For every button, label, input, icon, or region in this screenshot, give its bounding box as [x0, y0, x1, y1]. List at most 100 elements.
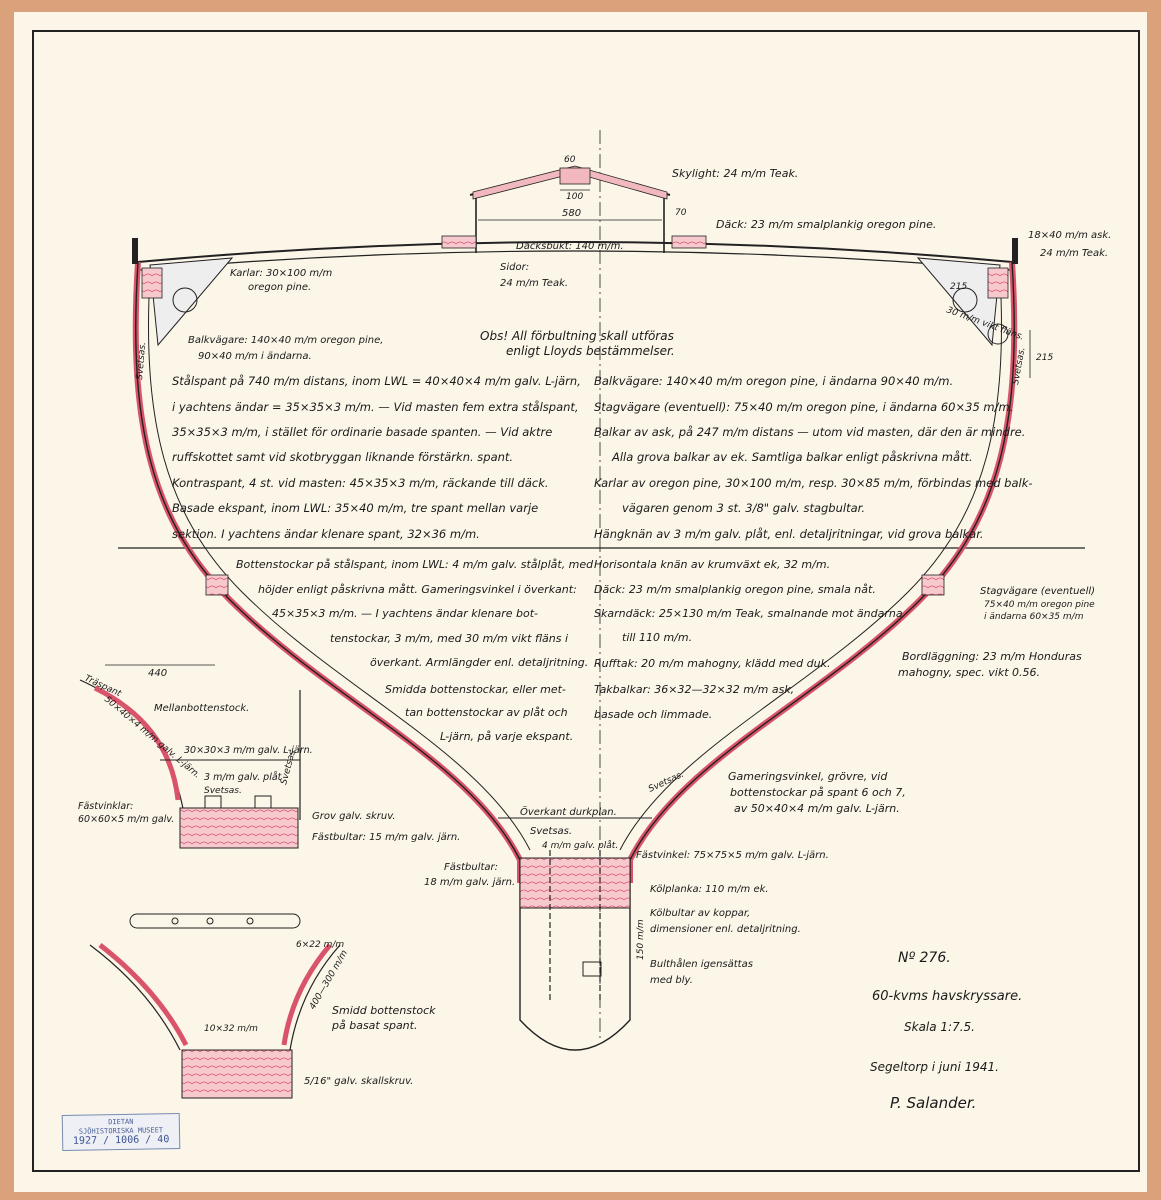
label-deck: Däck: 23 m/m smalplankig oregon pine. [716, 218, 936, 231]
beam-shelf-right [987, 267, 1009, 299]
detail1-keel [179, 807, 299, 849]
stag-label-1: Stagvägare (eventuell) [980, 586, 1095, 597]
left-note: Basade ekspant, inom LWL: 35×40 m/m, tre… [172, 501, 538, 515]
signature: P. Salander. [890, 1094, 976, 1112]
label-floor: Överkant durkplan. [520, 805, 617, 818]
label-keel-bolts-copper-1: Kölbultar av koppar, [650, 908, 750, 919]
right-note: Hängknän av 3 m/m galv. plåt, enl. detal… [594, 527, 984, 541]
right-note: Balkar av ask, på 247 m/m distans — utom… [594, 425, 1025, 439]
label-keel-bolts-2: 18 m/m galv. järn. [424, 877, 515, 888]
right-note: Skarndäck: 25×130 m/m Teak, smalnande mo… [594, 607, 903, 620]
detail1-nut-left [204, 795, 222, 809]
keel-plank [519, 857, 631, 909]
label-cap-screw: 5/16" galv. skallskruv. [304, 1076, 413, 1087]
left-note: överkant. Armlängder enl. detaljritning. [370, 656, 588, 669]
detail2-bolt-3 [246, 917, 254, 925]
label-keel-plate: 4 m/m galv. plåt. [542, 840, 618, 851]
dim-440: 440 [148, 668, 167, 679]
stanchion-left [132, 238, 138, 264]
planking-label-1: Bordläggning: 23 m/m Honduras [902, 650, 1082, 663]
label-carlines-2: oregon pine. [248, 282, 311, 293]
hanging-knee-left [149, 257, 234, 347]
right-note: till 110 m/m. [622, 631, 692, 644]
place-date: Segeltorp i juni 1941. [870, 1060, 999, 1074]
left-note: sektion. I yachtens ändar klenare spant,… [172, 527, 480, 541]
label-right-ask: 18×40 m/m ask. [1028, 230, 1111, 241]
dim-10x32: 10×32 m/m [204, 1024, 258, 1034]
label-carlines: Karlar: 30×100 m/m [230, 268, 332, 279]
label-forged-floor-2: på basat spant. [331, 1019, 417, 1032]
detail1-planking [93, 685, 181, 801]
label-fastening-angles-2: 60×60×5 m/m galv. [78, 814, 174, 825]
drawing-number: Nº 276. [898, 950, 951, 966]
stamp-number: 1927 / 1006 / 40 [72, 1134, 170, 1147]
left-note: L-järn, på varje ekspant. [440, 730, 573, 743]
label-coarse-screw: Grov galv. skruv. [312, 811, 396, 822]
detail2-frame [89, 944, 341, 1051]
label-skylight: Skylight: 24 m/m Teak. [672, 167, 798, 180]
stag-label-2: 75×40 m/m oregon pine [984, 600, 1095, 610]
gameringsvinkel-3: av 50×40×4 m/m galv. L-järn. [734, 802, 900, 815]
obs-line-2: enligt Lloyds bestämmelser. [506, 344, 675, 358]
deck-line [137, 241, 1013, 263]
label-sides-2: 24 m/m Teak. [500, 278, 568, 289]
left-note: 45×35×3 m/m. — I yachtens ändar klenare … [272, 607, 538, 620]
vessel-name: 60-kvms havskryssare. [872, 989, 1022, 1004]
label-bolt-holes-1: Bulthålen igensättas [650, 957, 753, 970]
detail2-plan-view [129, 913, 301, 929]
right-note: Däck: 23 m/m smalplankig oregon pine, sm… [594, 583, 876, 596]
knee-hole-right-2 [987, 323, 1009, 345]
left-note: höjder enligt påskrivna mått. Gameringsv… [258, 583, 577, 596]
hanging-knee-right [916, 257, 1001, 347]
archive-stamp: DIETAN SJÖHISTORISKA MUSEET 1927 / 1006 … [61, 1112, 181, 1152]
keel [519, 880, 631, 1051]
gameringsvinkel-1: Gameringsvinkel, grövre, vid [728, 770, 888, 783]
left-note: tenstockar, 3 m/m, med 30 m/m vikt fläns… [330, 632, 568, 645]
knee-hole-right [952, 287, 978, 313]
dim-215b: 215 [1036, 353, 1053, 363]
detail1-nut-right [254, 795, 272, 809]
right-note: Rufftak: 20 m/m mahogny, klädd med duk. [594, 657, 830, 670]
balk-line-2: 90×40 m/m i ändarna. [198, 351, 312, 362]
drawing-sheet [14, 12, 1147, 1192]
label-keel-bolts-copper-2: dimensioner enl. detaljritning. [650, 924, 801, 935]
gameringsvinkel-2: bottenstockar på spant 6 och 7, [730, 786, 906, 799]
label-deck-camber: Däcksbukt: 140 m/m. [516, 241, 624, 252]
stag-label-3: i ändarna 60×35 m/m [984, 612, 1084, 622]
frame-left [148, 274, 531, 851]
detail2-planking [98, 943, 332, 1047]
left-note: Bottenstockar på stålspant, inom LWL: 4 … [236, 558, 594, 571]
label-fastening-angles-1: Fästvinklar: [78, 801, 133, 812]
left-note: tan bottenstockar av plåt och [405, 706, 568, 719]
label-keel-bolts-1: Fästbultar: [444, 862, 498, 873]
stanchion-right [1012, 238, 1018, 264]
dim-70: 70 [675, 208, 687, 218]
left-note: 35×35×3 m/m, i stället för ordinarie bas… [172, 425, 552, 439]
planking-label-2: mahogny, spec. vikt 0.56. [898, 666, 1040, 679]
left-note: Smidda bottenstockar, eller met- [385, 683, 566, 696]
stringer-left [205, 574, 229, 596]
knee-hole-left [172, 287, 198, 313]
obs-line-1: Obs! All förbultning skall utföras [480, 329, 674, 343]
label-d1-bolts: Fästbultar: 15 m/m galv. järn. [312, 832, 460, 843]
left-notes: Stålspant på 740 m/m distans, inom LWL =… [172, 374, 594, 743]
deck-beam [139, 250, 1011, 271]
dim-60: 60 [564, 155, 576, 165]
scale: Skala 1:7.5. [904, 1020, 975, 1034]
dim-215a: 215 [950, 282, 967, 292]
label-right-teak: 24 m/m Teak. [1040, 248, 1108, 259]
right-note: basade och limmade. [594, 708, 712, 721]
label-d1-svetsas: Svetsas. [204, 786, 242, 796]
drawing-frame [32, 30, 1140, 1172]
label-sides: Sidor: [500, 262, 529, 273]
right-note: Alla grova balkar av ek. Samtliga balkar… [611, 450, 973, 464]
right-note: Stagvägare (eventuell): 75×40 m/m oregon… [594, 400, 1013, 414]
dim-100: 100 [566, 192, 583, 202]
left-note: Stålspant på 740 m/m distans, inom LWL =… [172, 374, 581, 388]
right-note: Horisontala knän av krumväxt ek, 32 m/m. [594, 558, 830, 571]
frame-right [619, 274, 1002, 851]
dim-150: 150 m/m [636, 919, 646, 960]
right-note: vägaren genom 3 st. 3/8" galv. stagbulta… [622, 501, 865, 515]
bolt-nut [582, 961, 602, 977]
